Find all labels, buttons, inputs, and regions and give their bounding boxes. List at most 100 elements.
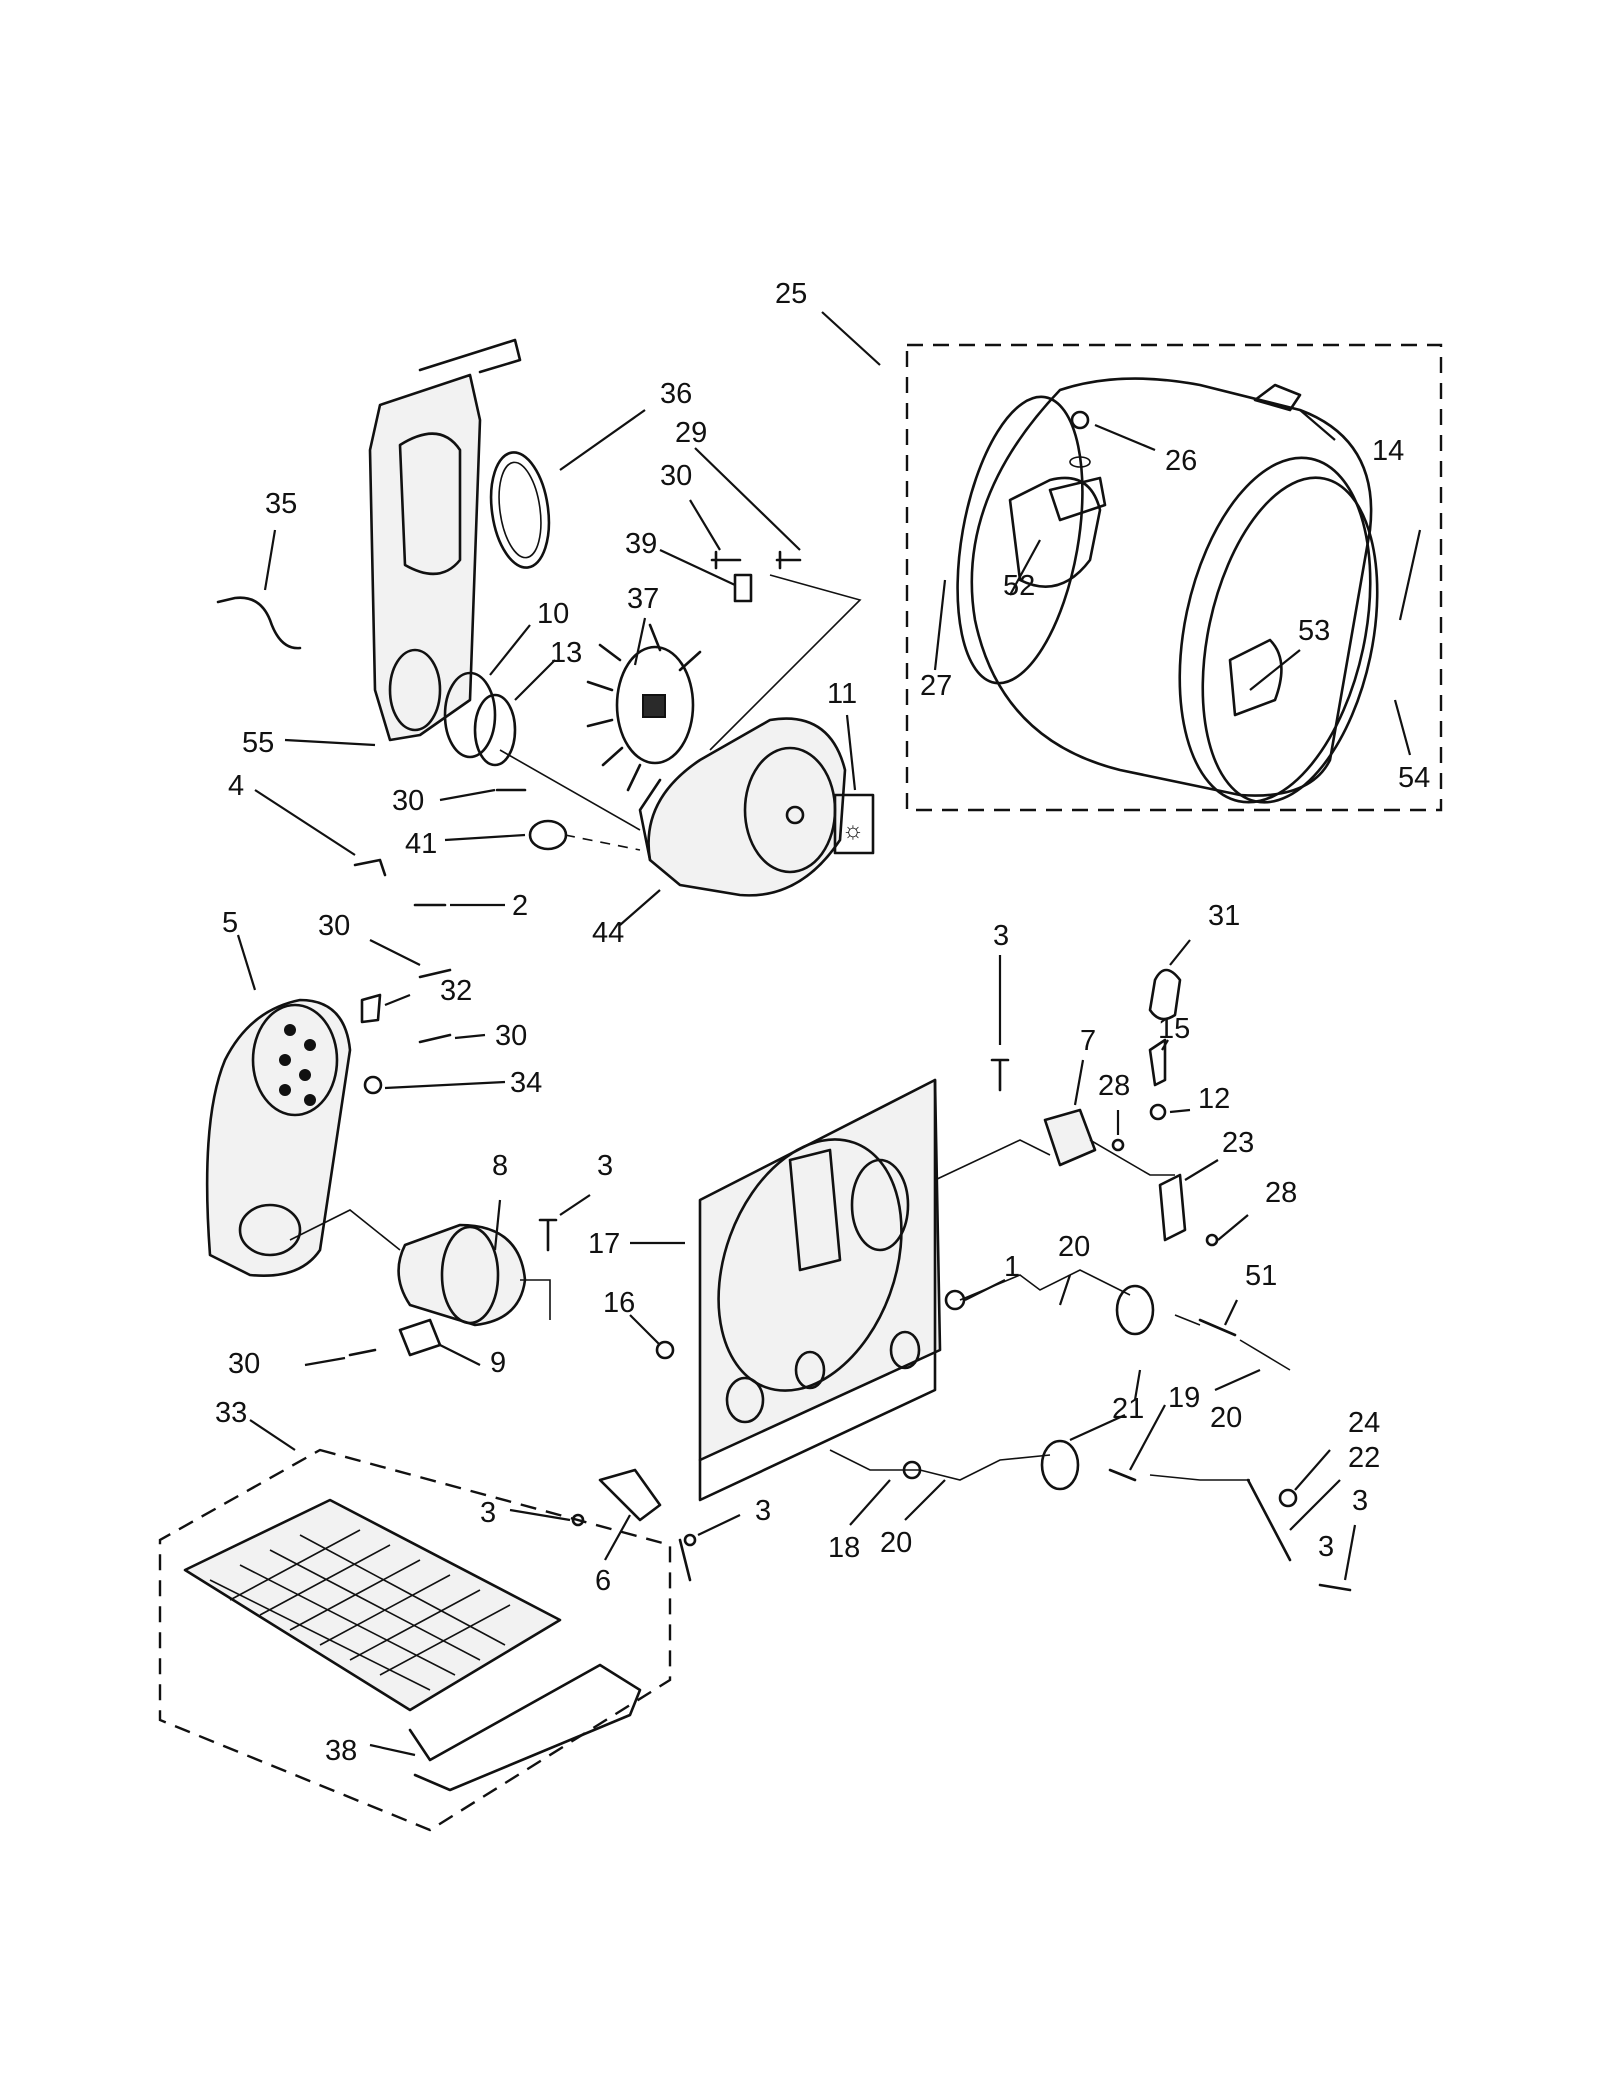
callout-7: 7 xyxy=(1080,1025,1096,1057)
bearing-1 xyxy=(944,1289,966,1311)
leader-26 xyxy=(1094,423,1156,452)
callout-44: 44 xyxy=(592,917,624,949)
callout-4: 4 xyxy=(228,770,244,802)
washer-24 xyxy=(1278,1488,1298,1508)
rear-panel-hole-a xyxy=(725,1376,765,1424)
leader-14 xyxy=(1299,409,1336,441)
callout-3: 3 xyxy=(1318,1531,1334,1563)
callout-12: 12 xyxy=(1198,1083,1230,1115)
wire-harness xyxy=(216,596,302,650)
leader-52 xyxy=(1009,539,1041,596)
lever-22 xyxy=(1246,1478,1292,1562)
callout-28: 28 xyxy=(1265,1177,1297,1209)
callout-22: 22 xyxy=(1348,1442,1380,1474)
rear-panel-hole-c xyxy=(889,1330,921,1370)
leader-36 xyxy=(559,409,646,471)
callout-20: 20 xyxy=(1210,1402,1242,1434)
blower-housing-opening xyxy=(388,648,442,732)
rear-panel-vent xyxy=(850,1158,910,1252)
drum-hole xyxy=(1069,456,1091,468)
drum-screw-head xyxy=(1070,410,1090,430)
assembly-line-b xyxy=(499,749,641,831)
leader-37 xyxy=(633,617,647,666)
front-baffle xyxy=(1228,638,1283,717)
leader-39 xyxy=(659,549,736,586)
front-rail-38 xyxy=(408,1663,642,1792)
duct-5 xyxy=(205,998,352,1277)
leader-20b xyxy=(1214,1368,1261,1392)
leader-30c xyxy=(369,939,421,966)
blower-area: ☼ xyxy=(216,338,875,907)
assembly-line-f xyxy=(934,1139,1051,1181)
screw-30c xyxy=(418,968,452,979)
leader-7 xyxy=(1073,1059,1085,1106)
leader-20c xyxy=(904,1479,946,1521)
drum-baffle xyxy=(1008,476,1102,588)
label-sun-icon: ☼ xyxy=(842,817,864,844)
nut-16 xyxy=(655,1340,675,1360)
callout-23: 23 xyxy=(1222,1127,1254,1159)
rear-panel-assembly xyxy=(571,968,1352,1592)
leader-lines xyxy=(236,311,1422,1757)
leader-31 xyxy=(1169,939,1191,966)
ring-13 xyxy=(473,693,517,767)
callout-30: 30 xyxy=(660,460,692,492)
leader-30a xyxy=(689,499,721,551)
blower-housing-cover xyxy=(647,717,847,897)
leader-3b xyxy=(559,1194,591,1216)
assembly-line-c xyxy=(564,834,641,851)
base-grid xyxy=(183,1498,562,1712)
knob-15 xyxy=(1148,1038,1167,1087)
leader-20a xyxy=(1058,1274,1072,1306)
callout-33: 33 xyxy=(215,1397,247,1429)
drum-front-opening xyxy=(1178,456,1372,804)
leader-27 xyxy=(933,579,947,671)
callout-5: 5 xyxy=(222,907,238,939)
callout-31: 31 xyxy=(1208,900,1240,932)
callout-20: 20 xyxy=(880,1527,912,1559)
screw-28a xyxy=(1111,1138,1125,1152)
clip-34 xyxy=(363,1075,383,1095)
leader-30e xyxy=(304,1356,346,1367)
callout-51: 51 xyxy=(1245,1260,1277,1292)
drum-rear-rim xyxy=(956,395,1084,685)
rear-panel-channel xyxy=(788,1148,842,1272)
assembly-line-a xyxy=(709,574,862,751)
callout-3: 3 xyxy=(480,1497,496,1529)
callout-18: 18 xyxy=(828,1532,860,1564)
callout-37: 37 xyxy=(627,583,659,615)
callout-24: 24 xyxy=(1348,1407,1380,1439)
callout-8: 8 xyxy=(492,1150,508,1182)
pulley-21a xyxy=(1115,1284,1155,1336)
shaft-51 xyxy=(1198,1318,1237,1337)
leader-23 xyxy=(1184,1159,1219,1181)
duct-bottom-opening xyxy=(238,1203,302,1257)
leader-35 xyxy=(263,529,277,591)
callout-26: 26 xyxy=(1165,445,1197,477)
leader-24 xyxy=(1294,1449,1331,1491)
belt-20b xyxy=(1174,1314,1291,1371)
leader-11 xyxy=(845,714,857,791)
pulley-21b xyxy=(1040,1439,1080,1491)
base-assembly xyxy=(158,1448,672,1832)
screw-28b xyxy=(1205,1233,1219,1247)
callout-11: 11 xyxy=(827,678,857,710)
seal-36-inner xyxy=(498,461,542,559)
leader-21a xyxy=(1069,1413,1126,1442)
leader-22 xyxy=(1289,1479,1341,1531)
callout-39: 39 xyxy=(625,528,657,560)
callout-54: 54 xyxy=(1398,762,1430,794)
callout-27: 27 xyxy=(920,670,952,702)
screw-3c xyxy=(1318,1583,1352,1592)
thermal-fuse xyxy=(360,993,382,1024)
screw-30a xyxy=(710,550,742,570)
callout-35: 35 xyxy=(265,488,297,520)
blower-cover-hub xyxy=(785,805,805,825)
screw-3a xyxy=(990,1058,1010,1092)
leader-3c xyxy=(1343,1524,1357,1581)
belt-20d xyxy=(1149,1474,1250,1481)
callout-3: 3 xyxy=(755,1495,771,1527)
leader-12 xyxy=(1169,1108,1191,1114)
label-11 xyxy=(833,793,875,855)
